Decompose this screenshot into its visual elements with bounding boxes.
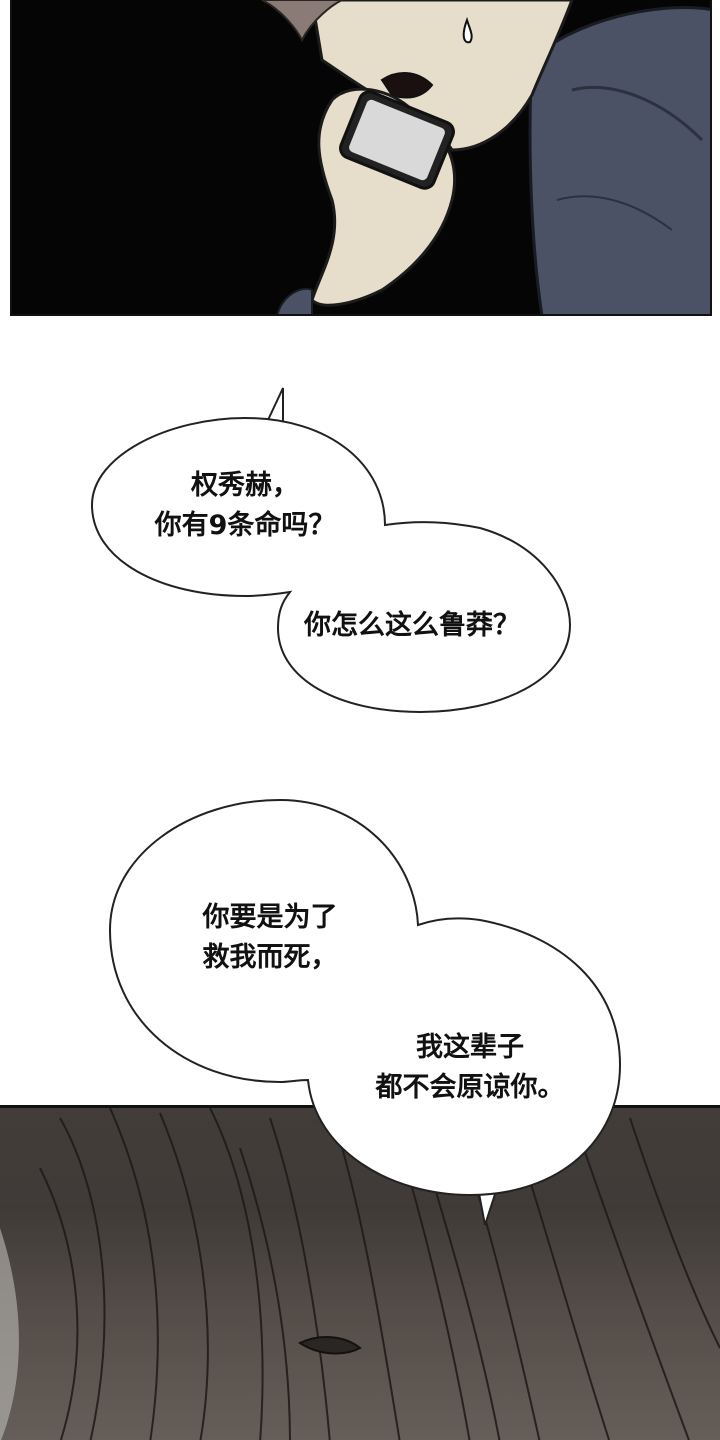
speech-bubble-4-text: 我这辈子 都不会原谅你。	[350, 1028, 590, 1108]
dialogue-line: 你要是为了	[202, 902, 338, 933]
dialogue-line: 我这辈子	[416, 1032, 524, 1063]
hair-shape	[261, 0, 343, 43]
dialogue-line: 都不会原谅你。	[375, 1072, 565, 1103]
dialogue-line: 你有9条命吗？	[154, 510, 336, 541]
eye-shape	[297, 1336, 362, 1355]
dialogue-line: 权秀赫，	[191, 470, 299, 501]
panel-illustration-hair	[0, 1108, 720, 1440]
speech-bubble-group-1	[90, 387, 572, 714]
phone-icon	[339, 90, 455, 190]
speech-bubble-1-text: 权秀赫， 你有9条命吗？	[130, 466, 360, 546]
comic-panel-closeup	[0, 1105, 720, 1440]
speech-bubble-3-text: 你要是为了 救我而死，	[160, 898, 380, 978]
dialogue-line: 救我而死，	[202, 942, 338, 973]
hoodie-shape	[528, 6, 710, 314]
dialogue-line: 你怎么这么鲁莽？	[304, 610, 520, 641]
comic-panel-phone-call	[10, 0, 712, 316]
speech-bubble-2-text: 你怎么这么鲁莽？	[282, 606, 542, 646]
panel-illustration-phone	[261, 0, 710, 314]
